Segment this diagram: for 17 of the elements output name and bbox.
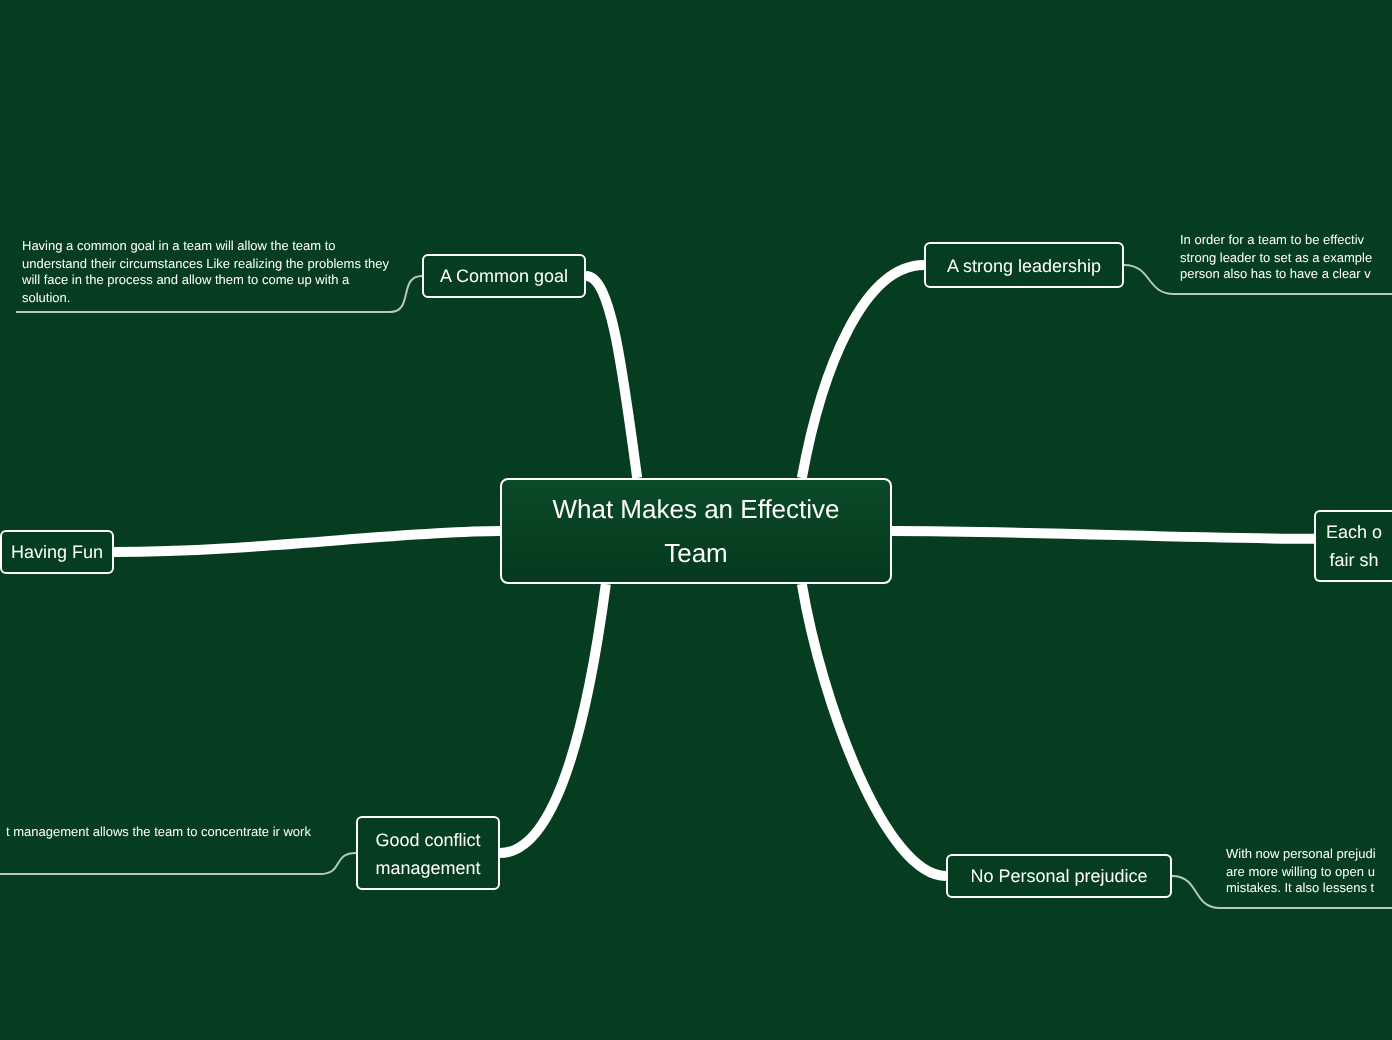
branch-line <box>499 583 611 858</box>
branch-line <box>891 526 1315 544</box>
central-topic: What Makes an Effective Team <box>500 478 892 584</box>
topic-box: No Personal prejudice <box>946 854 1172 898</box>
leader-line <box>1123 264 1392 295</box>
leader-line <box>1171 875 1392 909</box>
topic-box: Good conflict management <box>356 816 500 890</box>
branch-line <box>113 526 501 557</box>
leader-line <box>15 275 423 313</box>
branch-line <box>796 583 948 881</box>
branch-line <box>584 271 643 479</box>
topic-box: Each o fair sh <box>1314 510 1392 582</box>
topic-box: A Common goal <box>422 254 586 298</box>
topic-box: Having Fun <box>0 530 114 574</box>
leader-line <box>0 852 357 875</box>
topic-box: A strong leadership <box>924 242 1124 288</box>
branch-line <box>796 260 925 479</box>
